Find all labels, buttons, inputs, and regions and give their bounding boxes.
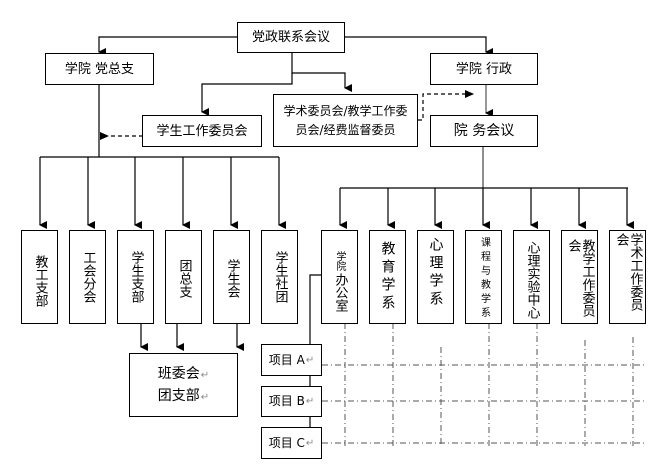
node-party-admin-joint-meeting: 党政联系会议 — [237, 22, 345, 53]
connector-top-to-party — [98, 36, 237, 56]
league-branch-line: 团支部↵ — [157, 388, 210, 404]
node-academic-committees: 学术委员会/教学工作委 员会/经费监督委员 — [273, 94, 418, 147]
connector-top-to-admin — [345, 36, 493, 56]
node-curriculum-dept: 课程与教学系 — [465, 230, 502, 324]
node-student-party-branch: 学生支部 — [117, 230, 154, 324]
return-mark-icon: ↵ — [200, 392, 210, 403]
connector-top-down — [291, 52, 352, 92]
class-committee-line: 班委会↵ — [157, 366, 210, 382]
node-student-clubs: 学生社团 — [261, 230, 298, 324]
node-class-committee: 班委会↵ 团支部↵ — [129, 353, 238, 417]
node-project-b: 项目 B↵ — [261, 386, 322, 417]
node-union-branch: 工会分会 — [69, 230, 106, 324]
node-faculty-branch: 教工支部 — [21, 230, 58, 324]
node-student-union: 学生会 — [213, 230, 250, 324]
node-student-work-committee: 学生工作委员会 — [142, 115, 262, 147]
node-youth-league-branch: 团总支 — [165, 230, 202, 324]
return-mark-icon: ↵ — [200, 370, 210, 381]
node-teaching-committee: 教学工作委员会 — [561, 230, 598, 324]
node-psychology-dept: 心理学系 — [417, 230, 454, 324]
node-psychology-lab: 心理实验中心 — [513, 230, 550, 324]
node-college-council: 院 务会议 — [430, 115, 538, 147]
node-college-office: 学院 办公室 — [321, 230, 358, 324]
connector-office-to-projects — [309, 274, 321, 344]
return-mark-icon: ↵ — [305, 396, 315, 407]
node-academic-committee: 学术工作委员会 — [609, 230, 646, 324]
node-party-branch: 学院 党总支 — [45, 53, 154, 85]
return-mark-icon: ↵ — [305, 354, 315, 366]
node-project-c: 项目 C↵ — [261, 427, 322, 459]
node-education-dept: 教育学系 — [369, 230, 406, 324]
return-mark-icon: ↵ — [305, 437, 315, 449]
dashed-connector-academic-to-council — [418, 90, 474, 121]
node-project-a: 项目 A↵ — [261, 344, 322, 376]
connector-to-student-committee — [201, 73, 293, 116]
node-college-admin: 学院 行政 — [430, 53, 538, 85]
